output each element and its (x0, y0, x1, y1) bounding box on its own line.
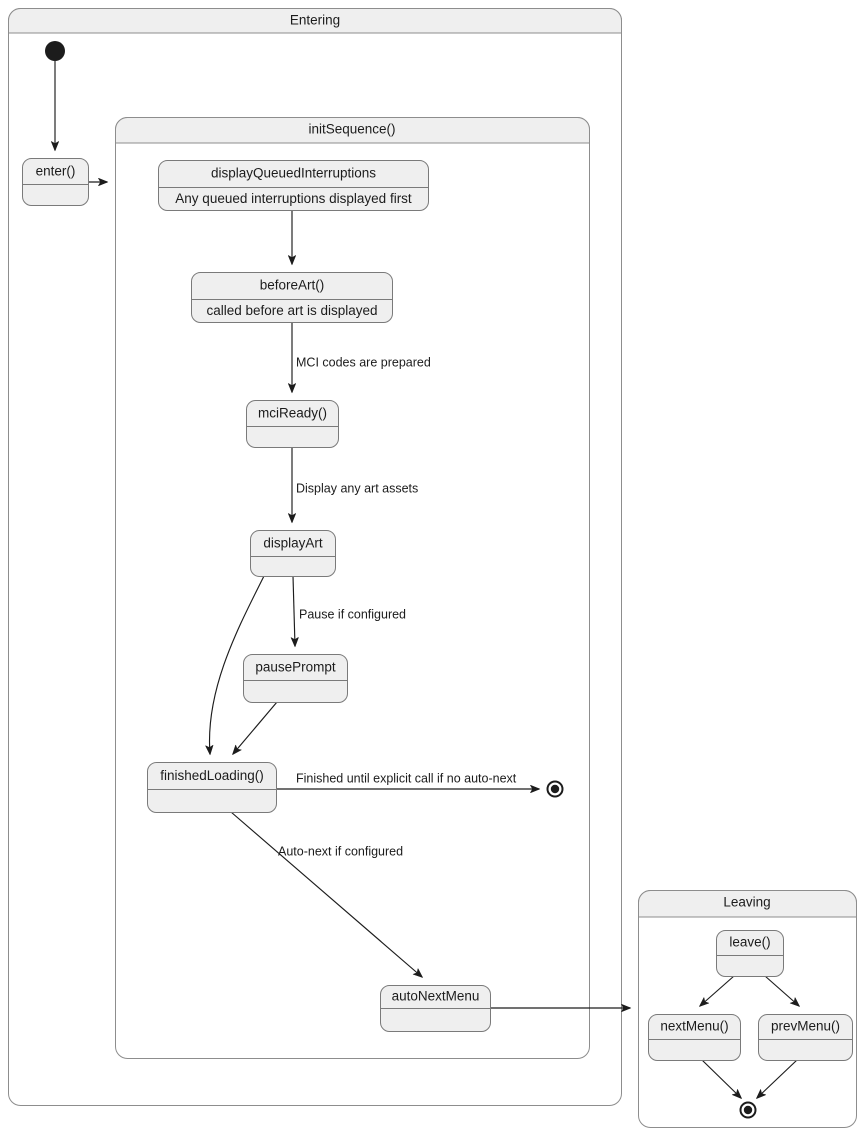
state-display-queued-interruptions-label: displayQueuedInterruptions (211, 166, 376, 181)
state-finished-loading-label: finishedLoading() (160, 768, 264, 783)
composite-entering-title: Entering (290, 13, 340, 28)
state-display-art[interactable]: displayArt (250, 530, 336, 577)
transition-beforeart-to-mciready: MCI codes are prepared (288, 322, 431, 394)
transitions-layer: MCI codes are prepared Display any art a… (51, 61, 800, 1099)
pseudostate-final-entering[interactable] (546, 780, 564, 798)
state-enter[interactable]: enter() (22, 158, 89, 206)
state-before-art-description: called before art is displayed (206, 303, 377, 318)
state-pause-prompt-label: pausePrompt (255, 660, 336, 675)
transition-prevmenu-to-final (756, 1059, 798, 1099)
state-prev-menu-label: prevMenu() (771, 1019, 840, 1034)
state-leave[interactable]: leave() (716, 930, 784, 977)
pseudostate-initial-entering[interactable] (45, 41, 65, 61)
state-mci-ready-box (246, 400, 339, 448)
composite-leaving-body (638, 890, 857, 1128)
state-auto-next-menu-label: autoNextMenu (392, 989, 480, 1004)
state-finished-loading[interactable]: finishedLoading() (147, 762, 277, 813)
final-state-dot-icon (550, 784, 560, 794)
state-auto-next-menu[interactable]: autoNextMenu (380, 985, 491, 1032)
state-before-art-box (191, 272, 393, 323)
state-mci-ready-label: mciReady() (258, 406, 327, 421)
state-display-queued-interruptions-description: Any queued interruptions displayed first (175, 191, 412, 206)
state-pause-prompt-box (243, 654, 348, 703)
state-pause-prompt[interactable]: pausePrompt (243, 654, 348, 703)
state-before-art-label: beforeArt() (260, 278, 325, 293)
transition-label-pause-if-configured: Pause if configured (299, 607, 406, 621)
composite-leaving-header (638, 890, 857, 918)
composite-leaving-title: Leaving (723, 895, 770, 910)
state-display-art-box (250, 530, 336, 577)
composite-entering-header (8, 8, 622, 34)
composite-state-init-sequence[interactable]: initSequence() (115, 117, 590, 1059)
pseudostate-final-leaving[interactable] (739, 1101, 757, 1119)
initial-state-icon (45, 41, 65, 61)
state-next-menu-box (648, 1014, 741, 1061)
state-finished-loading-box (147, 762, 277, 813)
state-mci-ready[interactable]: mciReady() (246, 400, 339, 448)
final-state-dot-icon (743, 1105, 753, 1115)
state-display-art-label: displayArt (263, 536, 323, 551)
transition-finishedloading-to-autonextmenu: Auto-next if configured (230, 811, 423, 978)
transition-label-auto-next-if-configured: Auto-next if configured (278, 844, 403, 858)
transition-pauseprompt-to-finishedloading (232, 701, 278, 755)
state-next-menu[interactable]: nextMenu() (648, 1014, 741, 1061)
composite-init-sequence-header (115, 117, 590, 144)
transition-leave-to-prevmenu (764, 975, 800, 1007)
transition-finishedloading-to-final: Finished until explicit call if no auto-… (276, 771, 541, 793)
transition-label-display-art-assets: Display any art assets (296, 481, 418, 495)
state-prev-menu[interactable]: prevMenu() (758, 1014, 853, 1061)
state-display-queued-interruptions-box (158, 160, 429, 211)
state-leave-box (716, 930, 784, 977)
transition-nextmenu-to-final (701, 1059, 742, 1099)
transition-leave-to-nextmenu (699, 975, 735, 1007)
composite-state-leaving[interactable]: Leaving (638, 890, 857, 1128)
composite-init-sequence-title: initSequence() (308, 122, 395, 137)
transition-displayart-to-pauseprompt: Pause if configured (290, 575, 406, 648)
state-before-art[interactable]: beforeArt() called before art is display… (191, 272, 393, 323)
transition-label-mci-codes: MCI codes are prepared (296, 355, 431, 369)
state-next-menu-label: nextMenu() (660, 1019, 728, 1034)
state-prev-menu-box (758, 1014, 853, 1061)
state-enter-box (22, 158, 89, 206)
state-display-queued-interruptions[interactable]: displayQueuedInterruptions Any queued in… (158, 160, 429, 211)
state-enter-label: enter() (36, 164, 76, 179)
transition-label-finished-until-explicit-call: Finished until explicit call if no auto-… (296, 771, 517, 785)
state-leave-label: leave() (729, 935, 770, 950)
transition-mciready-to-displayart: Display any art assets (288, 447, 418, 524)
transition-displayart-to-finishedloading (205, 575, 265, 756)
